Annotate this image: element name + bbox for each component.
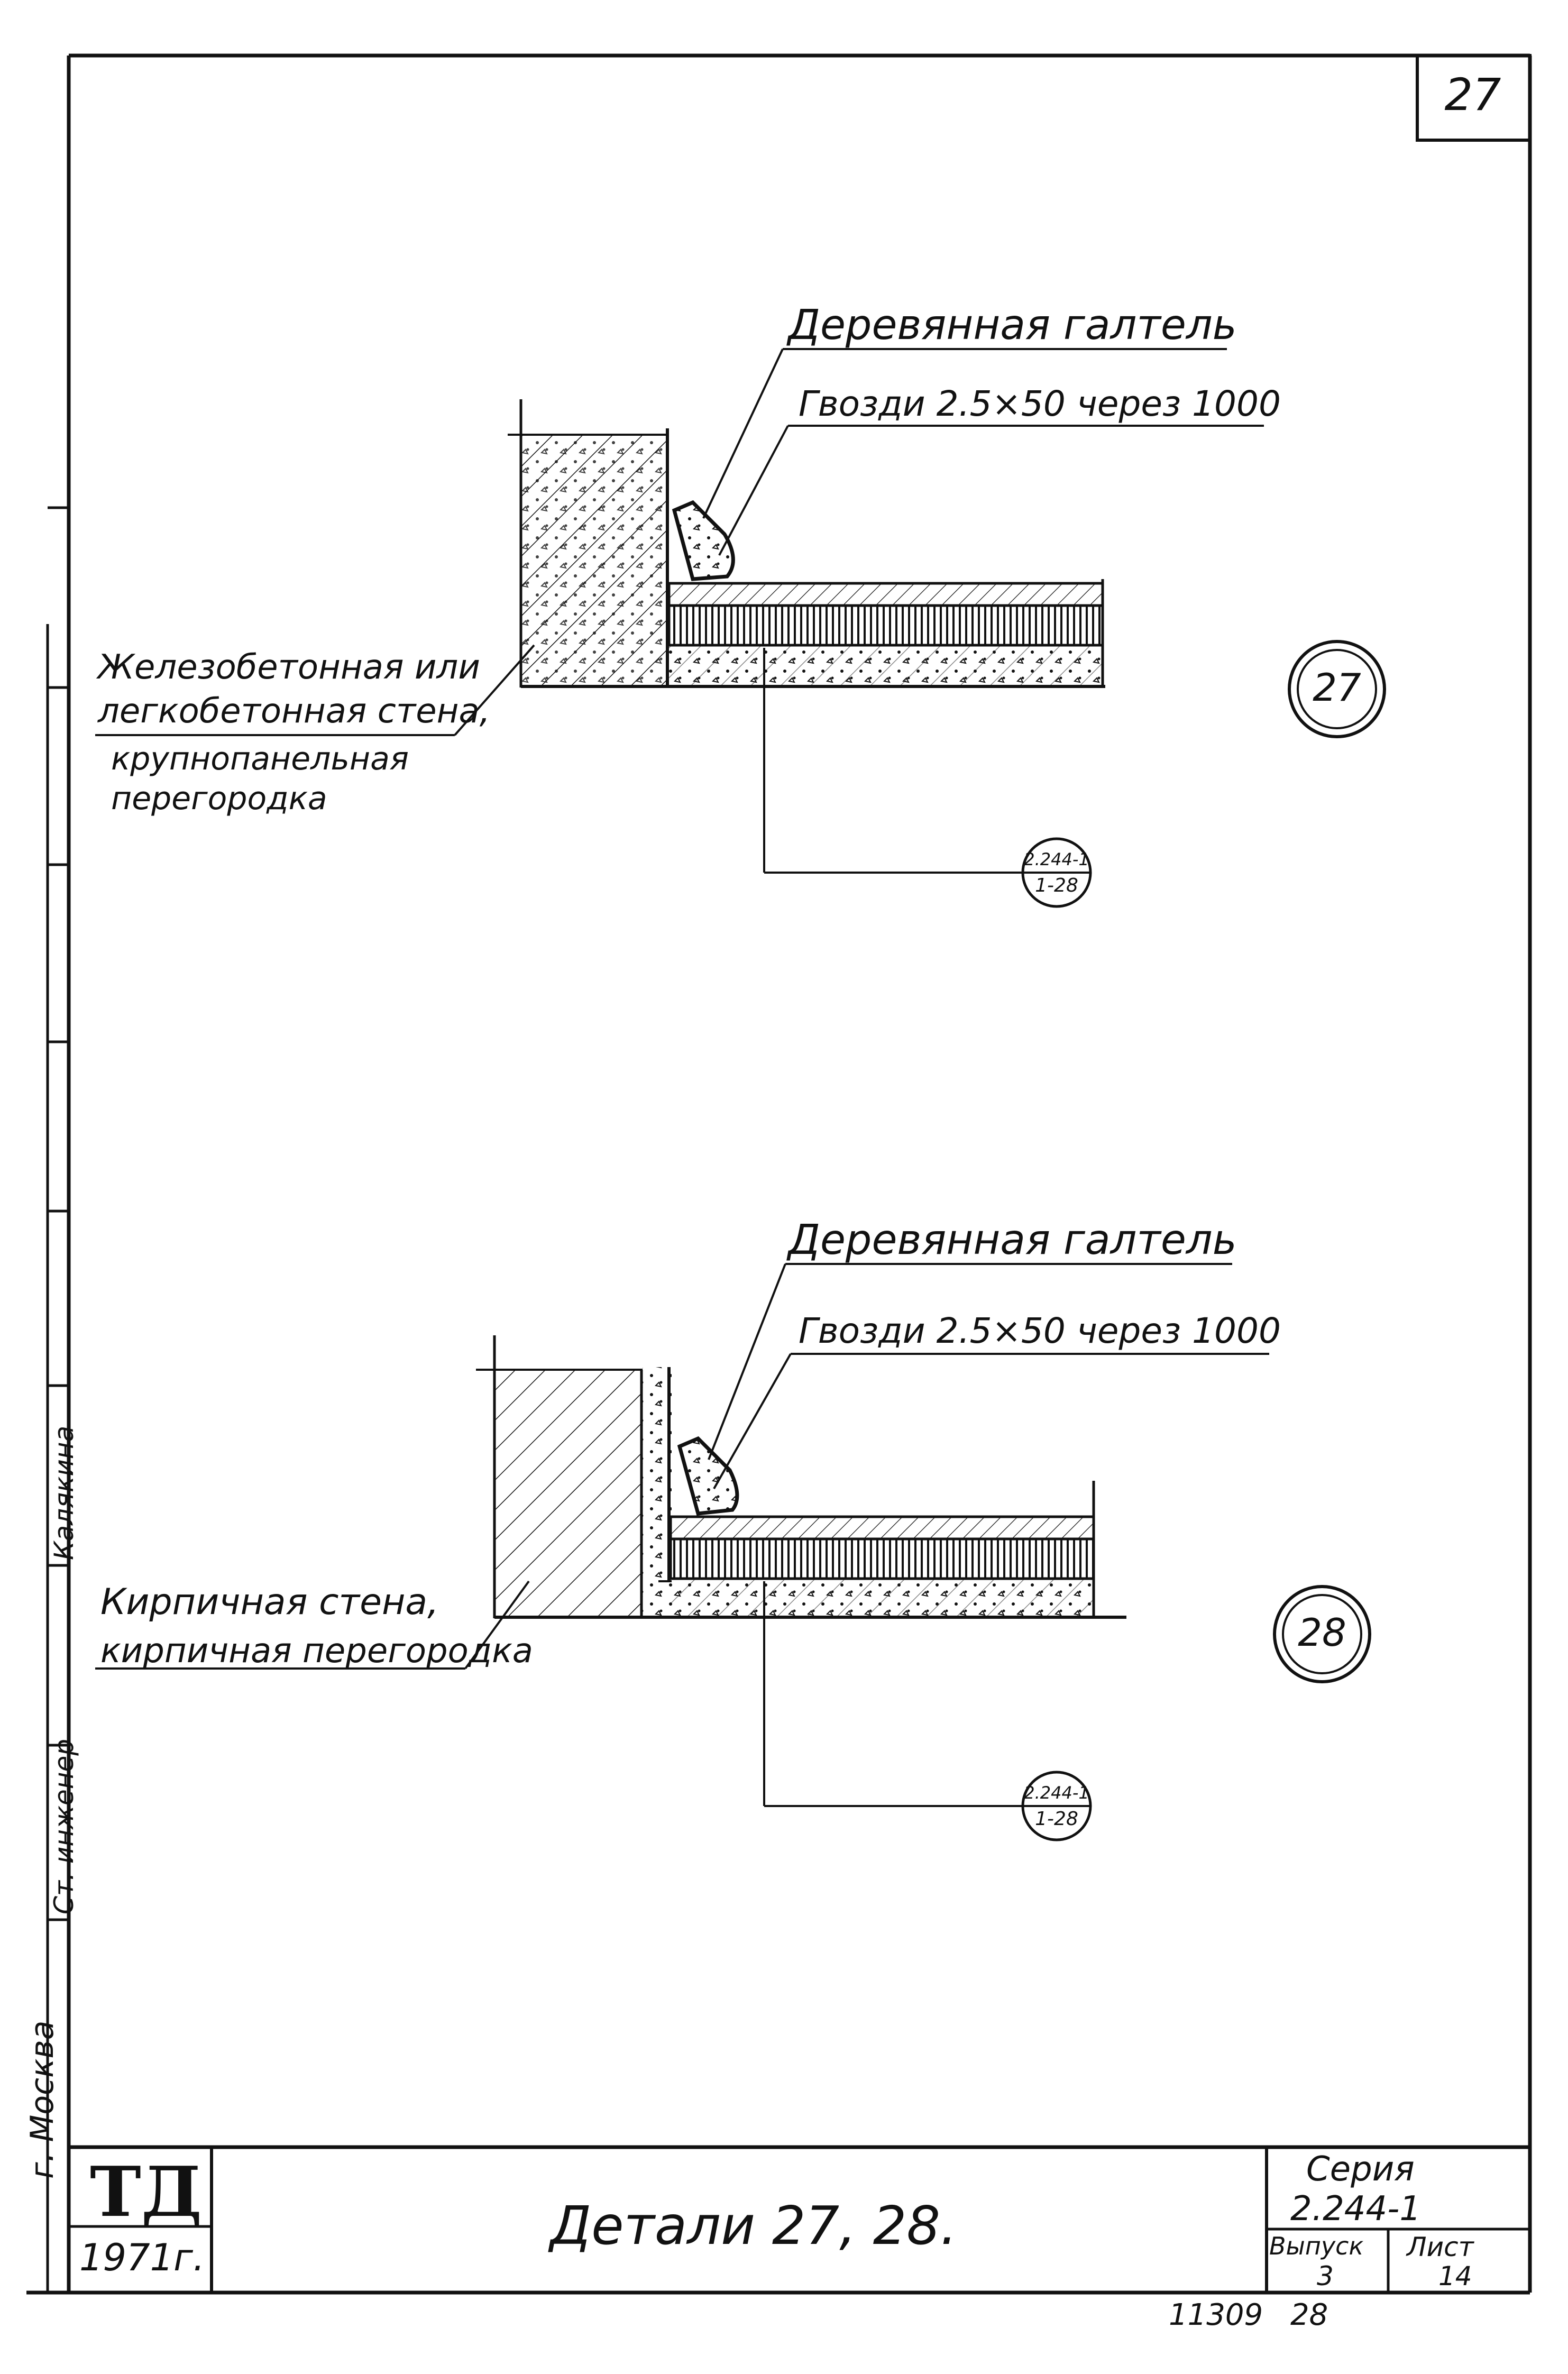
side-stamp-role: Ст. инженер xyxy=(49,1738,79,1914)
detail-28-ref-bottom: 1-28 xyxy=(1035,1808,1078,1830)
title-block xyxy=(69,2145,1530,2293)
detail-28-circle-number: 28 xyxy=(1298,1610,1346,1655)
detail-27-drawing xyxy=(95,348,1386,908)
detail-27-ref-top: 2.244-1 xyxy=(1024,849,1089,869)
detail-28-wall-label-1: Кирпичная стена, xyxy=(100,1581,439,1623)
footer-number: 28 xyxy=(1290,2298,1328,2332)
sheet-label: Лист xyxy=(1407,2232,1474,2262)
footer-code: 11309 xyxy=(1169,2298,1263,2332)
detail-27-wall-label-4: перегородка xyxy=(111,780,327,817)
detail-27-wall-label-1: Железобетонная или xyxy=(98,648,480,687)
detail-28-galtel-label: Деревянная галтель xyxy=(788,1216,1237,1264)
series-value: 2.244-1 xyxy=(1290,2189,1422,2229)
detail-28-nails-label: Гвозди 2.5×50 через 1000 xyxy=(799,1310,1281,1351)
issue-label: Выпуск xyxy=(1269,2232,1364,2260)
detail-28-drawing xyxy=(95,1263,1371,1841)
detail-28-ref-top: 2.244-1 xyxy=(1024,1783,1089,1803)
series-label: Серия xyxy=(1306,2150,1415,2189)
detail-27-wall-label-2: легкобетонная стена, xyxy=(98,692,490,731)
detail-27-ref-bottom: 1-28 xyxy=(1035,875,1078,896)
sheet-value: 14 xyxy=(1438,2261,1472,2291)
detail-27-circle-number: 27 xyxy=(1313,665,1361,710)
org-logo: ТД xyxy=(90,2151,203,2232)
detail-28-wall-label-2: кирпичная перегородка xyxy=(100,1631,533,1671)
page-number: 27 xyxy=(1444,69,1501,121)
frame xyxy=(26,53,1532,2295)
year-label: 1971г. xyxy=(79,2236,205,2279)
issue-value: 3 xyxy=(1317,2261,1334,2291)
detail-27-nails-label: Гвозди 2.5×50 через 1000 xyxy=(799,383,1281,424)
detail-27-galtel-label: Деревянная галтель xyxy=(788,301,1237,349)
sheet-title: Детали 27, 28. xyxy=(550,2195,957,2257)
detail-27-wall-label-3: крупнопанельная xyxy=(111,740,409,777)
city-label: г. Москва xyxy=(24,2020,61,2179)
side-stamp-name: Калякина xyxy=(49,1425,79,1560)
